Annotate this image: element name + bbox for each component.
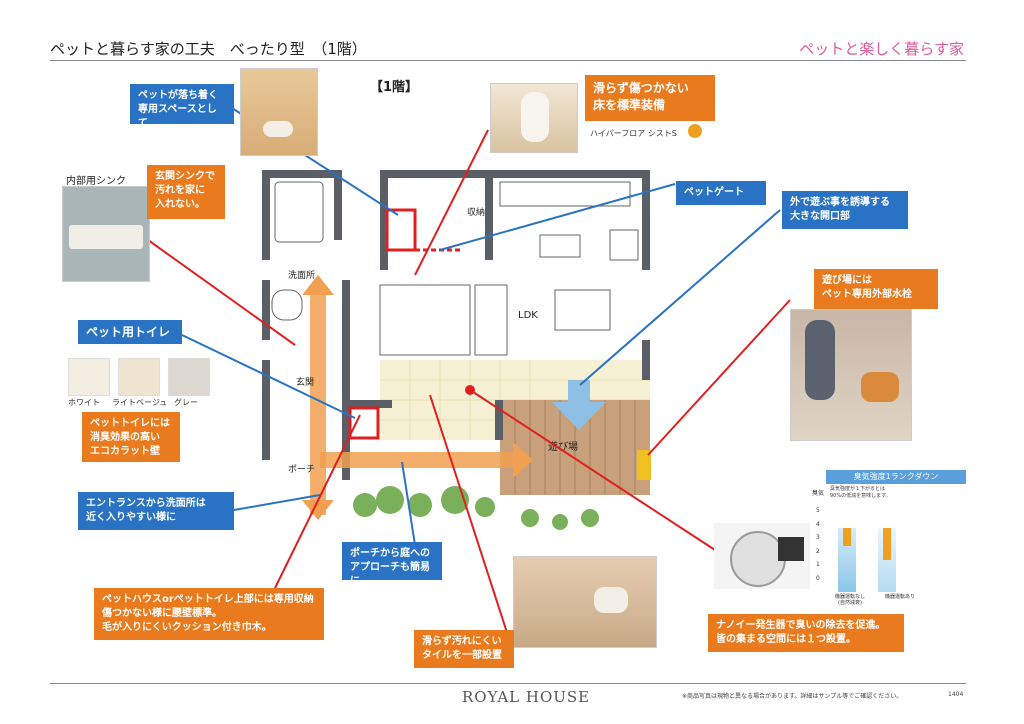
orange-arrow-down-head: [302, 500, 334, 520]
floor-label: 【1階】: [370, 80, 419, 95]
bar-arrow: [843, 528, 851, 546]
dog-icon: [861, 372, 899, 402]
sink-photo: [62, 186, 150, 282]
blue-arrow-body: [568, 380, 590, 402]
callout-entrance: エントランスから洗面所は 近く入りやすい様に: [78, 492, 234, 530]
bar-after: [878, 528, 896, 592]
odor-chart-ticks: 5 4 3 2 1 0: [816, 504, 820, 585]
line-tile: [429, 394, 513, 649]
blue-arrow-head: [552, 402, 606, 430]
callout-pet-space: ペットが落ち着く 専用スペースとして: [130, 84, 234, 129]
line-floor: [414, 129, 489, 276]
callout-sink: 玄関シンクで 汚れを家に 入れない。: [147, 165, 225, 219]
fixtures: [271, 181, 639, 356]
plan-label-washroom: 洗面所: [288, 269, 315, 281]
floor-dog-photo: [490, 83, 578, 153]
nanoe-body-icon: [778, 537, 804, 561]
swatch-label-lightbeige: ライトベージュ: [112, 398, 168, 407]
swatch-label-white: ホワイト: [68, 398, 100, 407]
walls: [262, 170, 650, 480]
pet-space-photo: [240, 68, 318, 156]
dog-icon: [594, 587, 628, 613]
orange-arrow-right-head: [513, 442, 533, 478]
tile-dog-photo: [513, 556, 657, 648]
tick-label: 3: [816, 534, 820, 541]
nanoe-device-photo: [714, 523, 810, 589]
bar-label-after: 機器運転あり: [884, 594, 915, 600]
line-sink: [147, 239, 296, 346]
callout-porch: ポーチから庭への アプローチも簡易に: [342, 542, 442, 587]
outdoor-faucet-marker: [637, 450, 651, 480]
callout-opening: 外で遊ぶ事を誘導する 大きな開口部: [782, 191, 908, 229]
line-storage: [274, 414, 361, 589]
plan-label-storage: 収納: [467, 206, 485, 218]
line-gate: [439, 183, 676, 251]
footer-divider: [50, 683, 966, 684]
header-divider: [50, 60, 966, 61]
pet-space-marker: [385, 208, 417, 252]
line-nanoe: [469, 389, 716, 551]
callout-tile: 滑らず汚れにくい タイルを一部設置: [414, 630, 514, 668]
floor-plan: 洗面所 玄関 ポーチ LDK 収納 遊び場: [262, 170, 651, 530]
callout-nanoe: ナノイー発生器で臭いの除去を促進。 皆の集まる空間には１つ設置。: [708, 614, 904, 652]
swatch-gray: [168, 358, 210, 396]
callout-floor: 滑らず傷つかない 床を標準装備: [585, 75, 715, 121]
swatch-lightbeige: [118, 358, 160, 396]
bar-before: [838, 528, 856, 592]
odor-chart-ylabel: 臭気: [812, 490, 825, 497]
bar-label-before: 機器運転なし (自然減衰): [834, 594, 865, 606]
swatch-white: [68, 358, 110, 396]
tick-label: 4: [816, 520, 820, 528]
sink-label: 内部用シンク: [66, 176, 126, 187]
swatch-label-gray: グレー: [174, 398, 198, 407]
plan-label-porch: ポーチ: [288, 464, 315, 475]
tick-label: 1: [816, 561, 820, 568]
faucet-photo: [790, 309, 912, 441]
plan-label-ldk: LDK: [518, 310, 538, 321]
callout-wall: ペットトイレには 消臭効果の高い エコカラット壁: [82, 412, 180, 462]
pet-toilet-marker: [348, 406, 380, 440]
orange-arrow-up-head: [302, 275, 334, 295]
page-subtitle: ペットと楽しく暮らす家: [799, 40, 964, 58]
callout-toilet: ペット用トイレ: [78, 320, 182, 344]
tick-label: 0: [816, 574, 820, 582]
tick-label: 5: [816, 507, 820, 514]
line-porch: [401, 461, 416, 546]
line-entrance: [233, 494, 321, 511]
bar-arrow: [883, 528, 891, 560]
odor-chart-title: 臭気強度1ランクダウン: [826, 470, 966, 484]
shrubs: [353, 486, 599, 530]
sink-icon: [69, 225, 143, 249]
line-water: [647, 299, 791, 456]
brand-logo: ROYAL HOUSE: [462, 688, 591, 706]
plan-label-play: 遊び場: [548, 440, 578, 453]
plan-label-entrance: 玄関: [296, 376, 314, 388]
callout-storage: ペットハウスorペットトイレ上部には専用収納 傷つかない様に腰壁標準。 毛が入り…: [94, 588, 324, 640]
floor-brand: ハイパーフロア シストS: [590, 129, 677, 138]
footer-note: ※商品写真は現物と異なる場合があります。詳細はサンプル等でご確認ください。: [682, 693, 903, 700]
tick-label: 2: [816, 547, 820, 555]
orange-arrow-horizontal: [320, 452, 515, 468]
line-toilet: [181, 334, 356, 419]
dog-icon: [263, 121, 293, 137]
callout-water: 遊び場には ペット専用外部水栓: [814, 269, 938, 309]
odor-chart-note: 臭気強度が１下がるとは 90%の低減を意味します。: [830, 486, 891, 499]
odor-chart: 臭気強度1ランクダウン 臭気強度が１下がるとは 90%の低減を意味します。 臭気…: [812, 470, 966, 610]
page-title: ペットと暮らす家の工夫 べったり型 （1階）: [50, 40, 367, 58]
callout-gate: ペットゲート: [676, 181, 766, 205]
page-number: 1404: [948, 691, 964, 698]
paw-icon: [688, 124, 702, 138]
line-opening: [579, 209, 781, 386]
person-icon: [805, 320, 835, 400]
dog-icon: [521, 92, 549, 142]
